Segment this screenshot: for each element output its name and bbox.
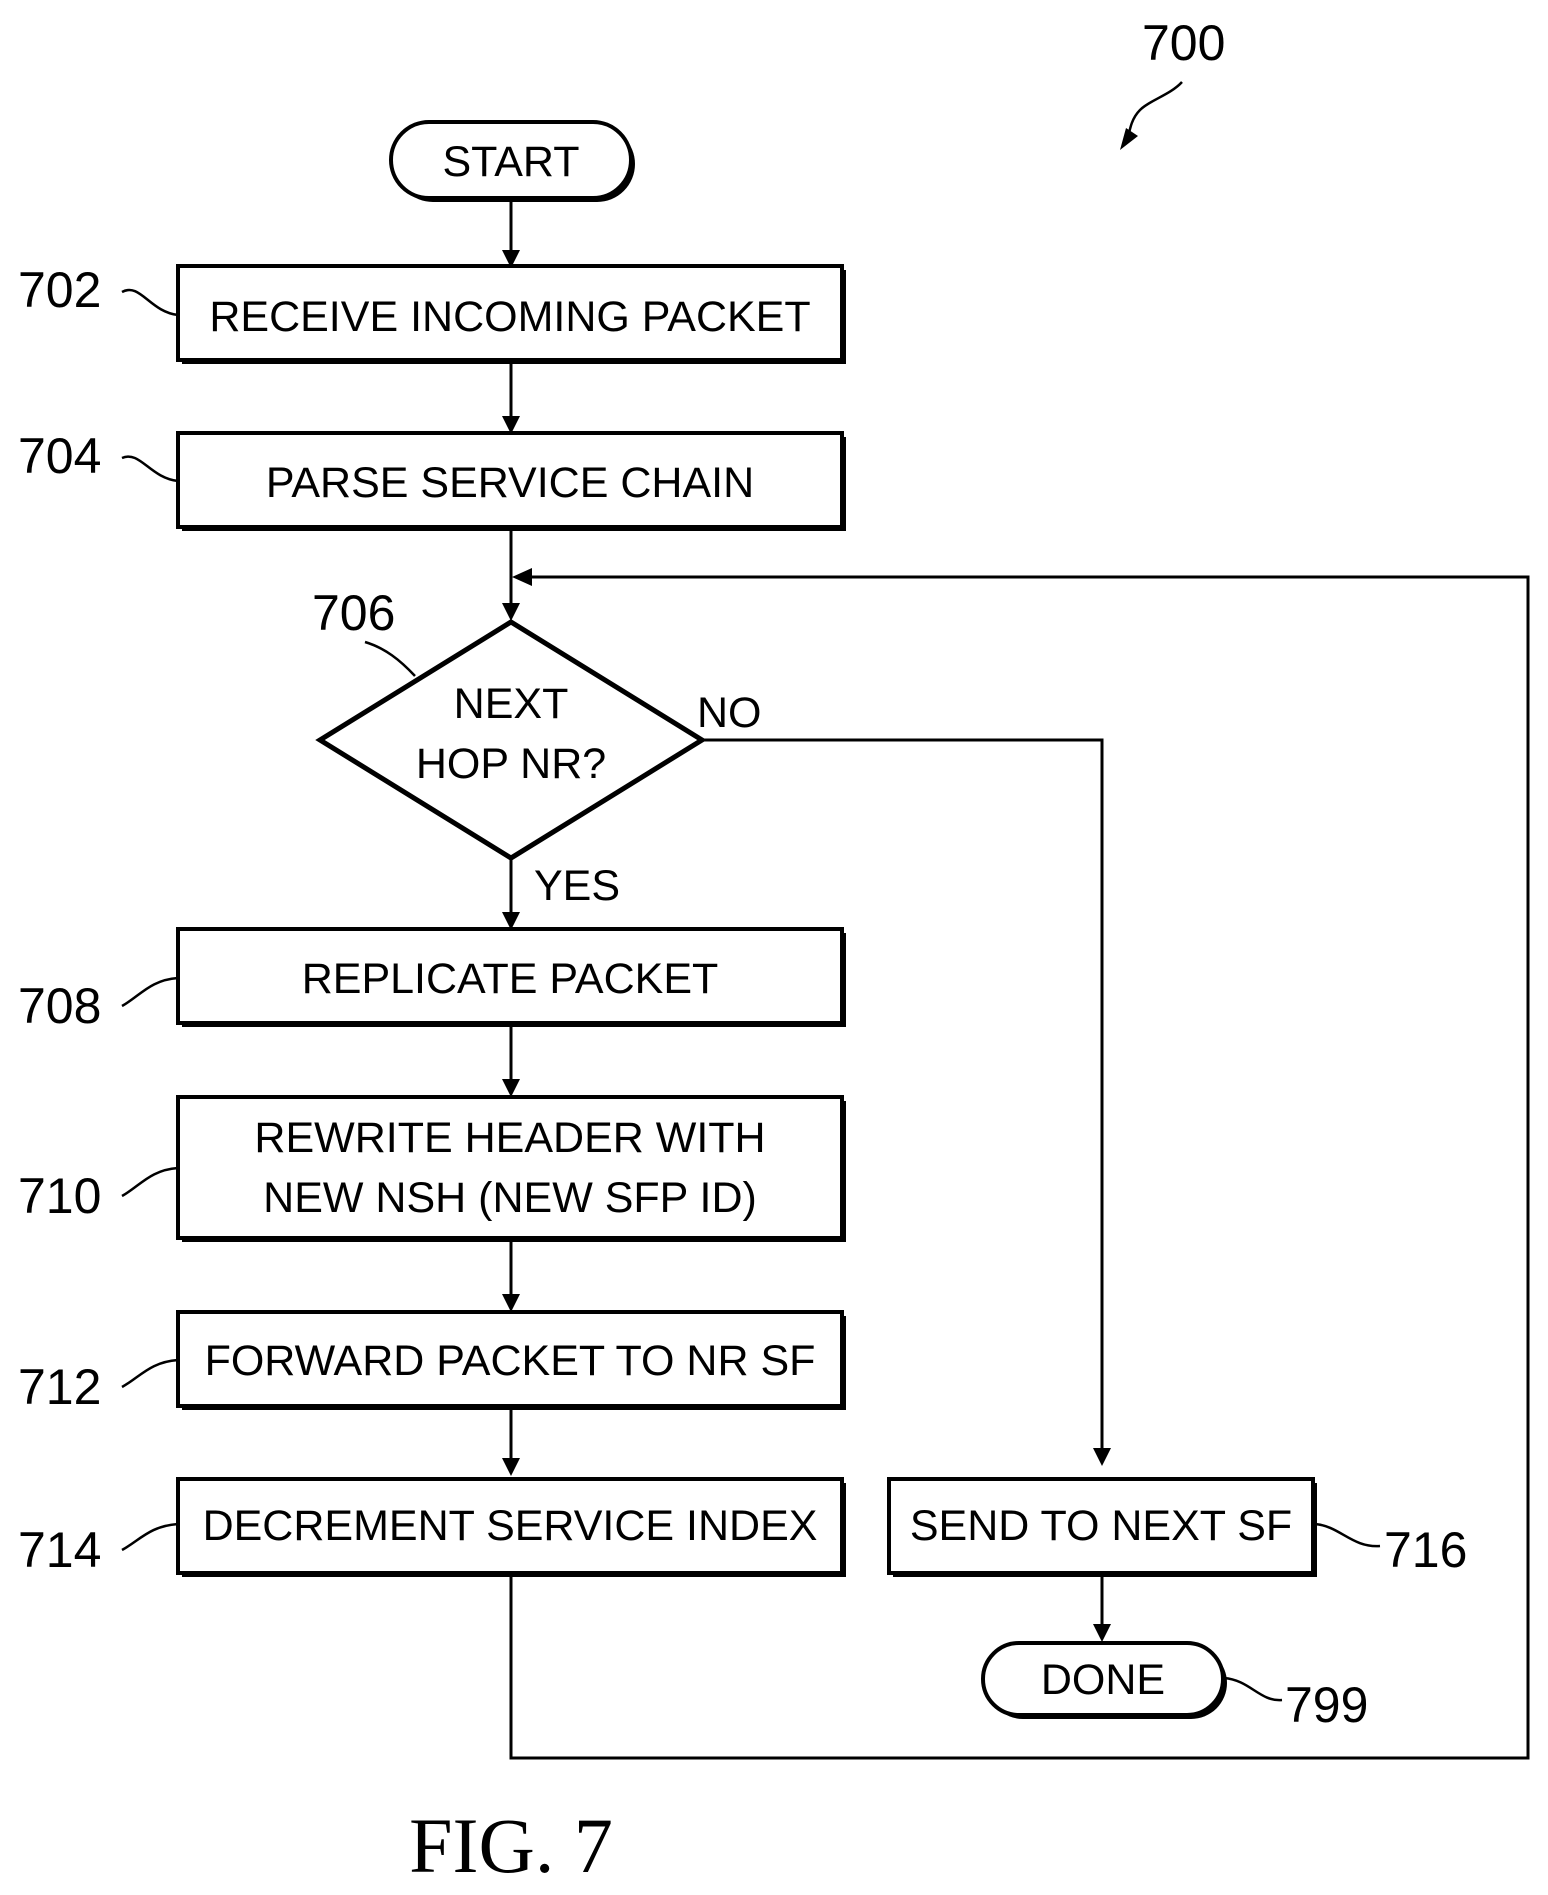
- leader-799: [1224, 1678, 1282, 1700]
- ref-706: 706: [312, 585, 395, 641]
- arrowhead-716-799: [1093, 1624, 1111, 1642]
- arrowhead-710-712: [502, 1294, 520, 1312]
- step-710-line1: REWRITE HEADER WITH: [254, 1114, 765, 1162]
- decision-706-line1: NEXT: [454, 680, 569, 728]
- step-704: PARSE SERVICE CHAIN: [178, 433, 846, 531]
- step-710-line2: NEW NSH (NEW SFP ID): [263, 1174, 757, 1222]
- leader-714: [122, 1524, 178, 1550]
- step-712: FORWARD PACKET TO NR SF: [178, 1312, 846, 1410]
- figure-caption: FIG. 7: [409, 1802, 613, 1889]
- arrowhead-704-706: [502, 603, 520, 621]
- ref-714: 714: [18, 1522, 101, 1578]
- arrowhead-706-716: [1093, 1448, 1111, 1466]
- arrowhead-708-710: [502, 1079, 520, 1097]
- ref-799: 799: [1285, 1677, 1368, 1733]
- leader-710: [122, 1168, 178, 1196]
- step-710: REWRITE HEADER WITH NEW NSH (NEW SFP ID): [178, 1097, 846, 1242]
- decision-706-line2: HOP NR?: [416, 740, 606, 788]
- leader-704: [122, 457, 178, 481]
- step-702-label: RECEIVE INCOMING PACKET: [209, 293, 810, 341]
- ref-702: 702: [18, 262, 101, 318]
- ref-710: 710: [18, 1168, 101, 1224]
- decision-706: NEXT HOP NR?: [320, 622, 702, 858]
- ref-704: 704: [18, 428, 101, 484]
- step-712-label: FORWARD PACKET TO NR SF: [205, 1337, 816, 1385]
- arrowhead-loop-back: [512, 568, 532, 586]
- start-terminal: START: [391, 122, 635, 202]
- step-716-label: SEND TO NEXT SF: [910, 1502, 1292, 1550]
- leader-708: [122, 978, 178, 1006]
- leader-702: [122, 290, 178, 315]
- ref-716: 716: [1384, 1522, 1467, 1578]
- step-708: REPLICATE PACKET: [178, 929, 846, 1027]
- step-702: RECEIVE INCOMING PACKET: [178, 266, 846, 364]
- figure-number: 700: [1142, 15, 1225, 71]
- ref-708: 708: [18, 978, 101, 1034]
- step-714-label: DECREMENT SERVICE INDEX: [203, 1502, 818, 1550]
- branch-yes-label: YES: [534, 862, 620, 910]
- leader-712: [122, 1360, 178, 1387]
- start-label: START: [443, 138, 580, 186]
- done-terminal: DONE: [983, 1643, 1227, 1719]
- step-704-label: PARSE SERVICE CHAIN: [266, 459, 754, 507]
- figure-pointer: [1128, 82, 1182, 138]
- branch-no-label: NO: [697, 689, 762, 737]
- step-716: SEND TO NEXT SF: [889, 1479, 1317, 1577]
- ref-712: 712: [18, 1359, 101, 1415]
- figure-pointer-arrowhead: [1120, 128, 1138, 150]
- done-label: DONE: [1041, 1656, 1165, 1704]
- step-708-label: REPLICATE PACKET: [302, 955, 719, 1003]
- step-714: DECREMENT SERVICE INDEX: [178, 1479, 846, 1577]
- arrowhead-712-714: [502, 1458, 520, 1476]
- leader-716: [1315, 1524, 1380, 1546]
- leader-706: [365, 642, 415, 676]
